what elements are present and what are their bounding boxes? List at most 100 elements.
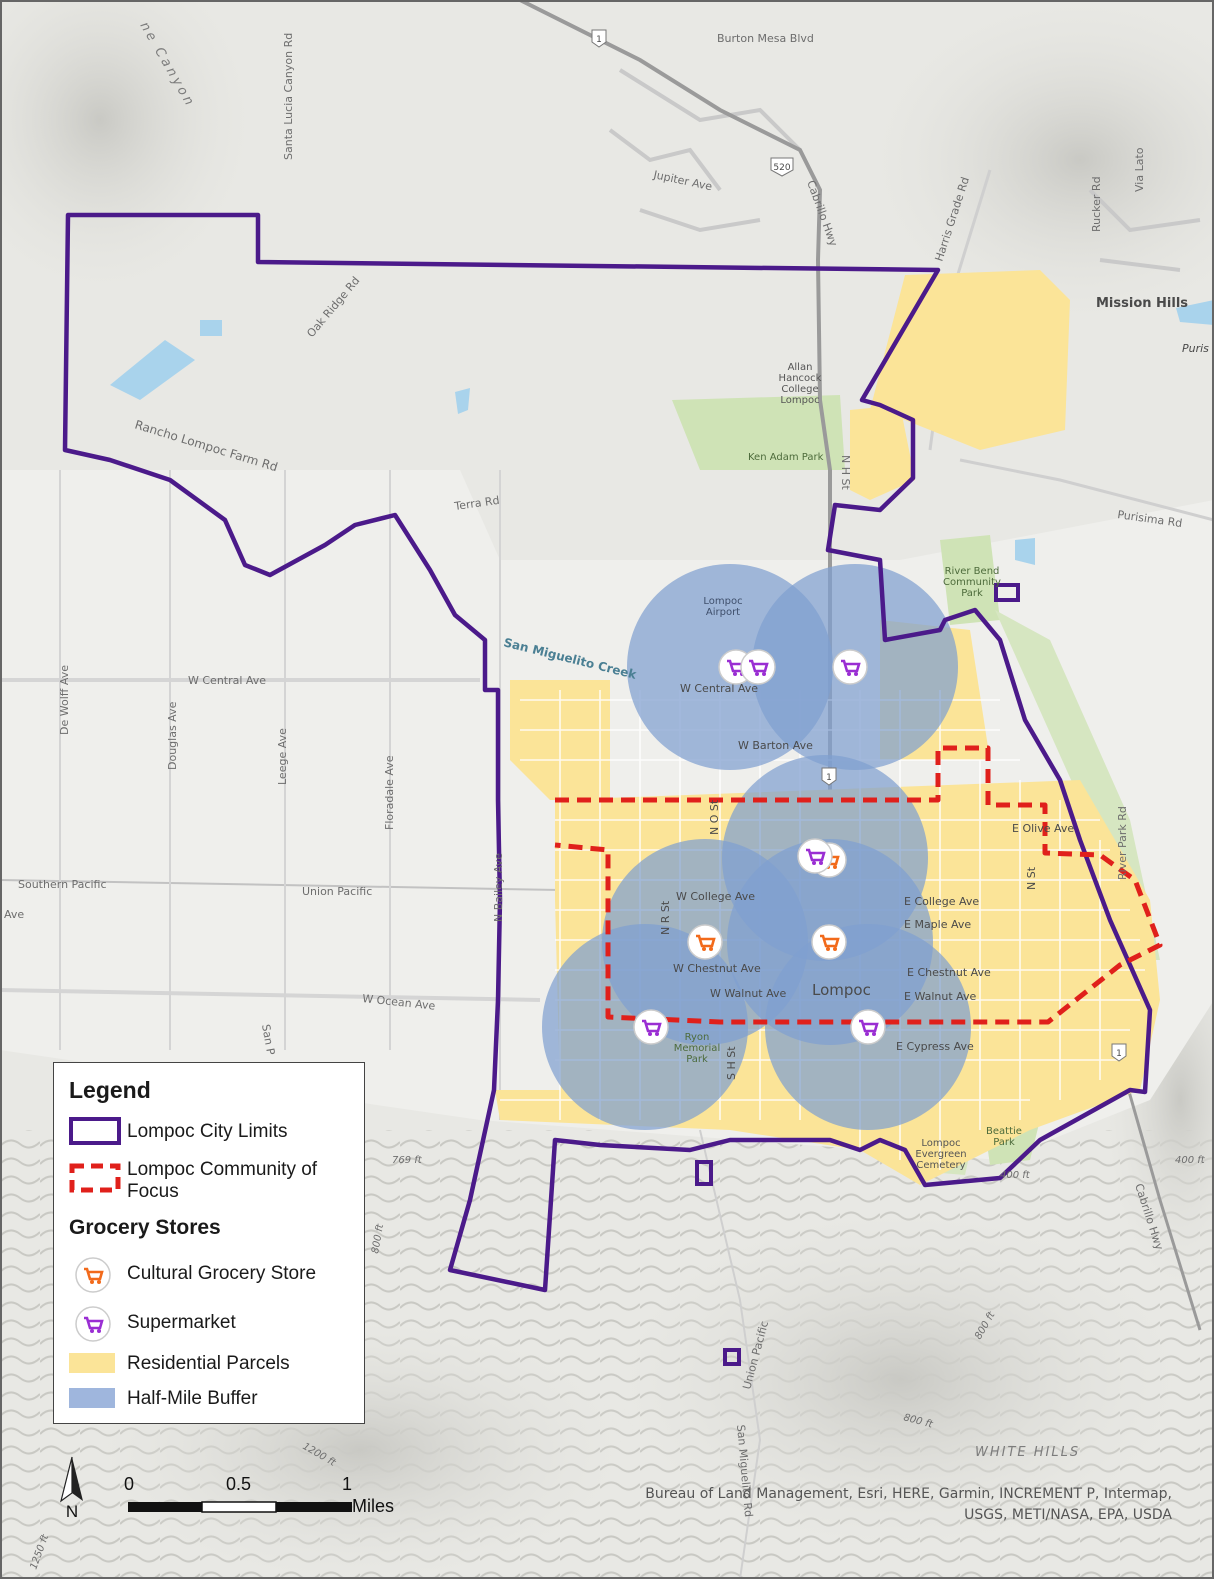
label-e-college: E College Ave [904, 895, 979, 908]
legend-title: Legend [69, 1077, 151, 1103]
label-w-central-town: W Central Ave [680, 682, 758, 695]
scale-bar: 0 0.5 1 Miles [120, 1474, 420, 1534]
supermarket-3[interactable] [832, 649, 868, 685]
label-white-hills: WHITE HILLS [975, 1445, 1080, 1460]
svg-text:1: 1 [596, 35, 602, 45]
label-leege: Leege Ave [276, 728, 289, 785]
scale-tick-1: 1 [342, 1474, 353, 1494]
city-limits-parcel-3 [723, 1348, 741, 1366]
label-lompoc-airport: Lompoc Airport [703, 596, 742, 618]
scale-bar-graphic [128, 1501, 352, 1513]
terrain-shade-3 [860, 0, 1214, 330]
label-santa-lucia: Santa Lucia Canyon Rd [282, 33, 295, 160]
label-e-chestnut: E Chestnut Ave [907, 966, 991, 979]
legend-city-limits-swatch [69, 1117, 121, 1145]
supermarket-5[interactable] [633, 1009, 669, 1045]
supermarket-4[interactable] [797, 838, 833, 874]
attribution-line-2: USGS, METI/NASA, EPA, USDA [964, 1507, 1172, 1523]
legend-community-swatch [69, 1163, 121, 1193]
label-ave-left: Ave [4, 908, 24, 921]
north-arrow-icon: N [60, 1456, 83, 1521]
label-southern-pacific: Southern Pacific [18, 878, 107, 891]
label-e-walnut: E Walnut Ave [904, 990, 977, 1003]
map-attribution: Bureau of Land Management, Esri, HERE, G… [612, 1484, 1172, 1526]
label-ryon-park: Ryon Memorial Park [674, 1032, 720, 1065]
cart-icon [75, 1257, 111, 1293]
elevation-4: 400 ft [1000, 1170, 1031, 1181]
label-lompoc: Lompoc [812, 981, 871, 999]
elevation-1: 769 ft [392, 1155, 423, 1166]
legend-buffer-label: Half-Mile Buffer [127, 1388, 258, 1409]
residential-mission-hills [870, 270, 1070, 450]
label-river-bend: River Bend Community Park [943, 566, 1001, 599]
legend-residential-swatch [69, 1353, 115, 1373]
legend-cultural-grocery-label: Cultural Grocery Store [127, 1263, 317, 1284]
elevation-3: 400 ft [1175, 1155, 1206, 1166]
scale-tick-half: 0.5 [226, 1474, 252, 1494]
road-san-miguelito [699, 1129, 762, 1579]
label-via-lato: Via Lato [1133, 147, 1146, 192]
label-rucker: Rucker Rd [1090, 176, 1103, 232]
legend-city-limits-label: Lompoc City Limits [127, 1121, 288, 1142]
label-w-walnut: W Walnut Ave [710, 987, 786, 1000]
cultural-grocery-3[interactable] [811, 924, 847, 960]
railroad-union-pacific [0, 879, 561, 891]
pond-3 [455, 388, 470, 414]
pond-2 [200, 320, 222, 336]
label-n-h-st: N H St [839, 455, 852, 490]
label-e-cypress: E Cypress Ave [896, 1040, 974, 1053]
label-puris: Puris [1182, 342, 1209, 355]
label-terra: Terra Rd [453, 494, 501, 513]
legend-grocery-heading: Grocery Stores [69, 1216, 221, 1239]
label-bailey: N Bailey Ave [492, 853, 505, 922]
label-de-wolff: De Wolff Ave [58, 665, 71, 735]
label-beattie: Beattie Park [986, 1126, 1022, 1148]
legend-panel: Legend Lompoc City Limits Lompoc Communi… [53, 1062, 365, 1424]
city-limits-parcel-2 [994, 583, 1020, 602]
terrain-shade-4 [0, 0, 260, 300]
road-purisima [959, 458, 1214, 522]
park-ken-adam [672, 395, 845, 470]
scale-tick-0: 0 [124, 1474, 135, 1494]
cultural-grocery-2[interactable] [687, 924, 723, 960]
label-w-barton: W Barton Ave [738, 739, 813, 752]
valley-grid-roads [59, 470, 501, 1120]
pond-4 [1176, 300, 1214, 325]
supermarket-2[interactable] [740, 649, 776, 685]
route-shield-1-north: 1 [591, 29, 607, 48]
label-ken-adam: Ken Adam Park [748, 452, 824, 463]
city-limits-parcel-1 [695, 1160, 713, 1186]
route-shield-520: 520 [770, 157, 794, 177]
legend-community-label: Lompoc Community of Focus [127, 1159, 318, 1202]
store-markers [633, 649, 886, 1045]
park-river-bend [940, 535, 1000, 625]
svg-text:520: 520 [773, 163, 790, 173]
legend-residential-label: Residential Parcels [127, 1353, 290, 1374]
label-s-h-st: S H St [725, 1046, 738, 1080]
supermarket-6[interactable] [850, 1009, 886, 1045]
attribution-line-1: Bureau of Land Management, Esri, HERE, G… [645, 1486, 1172, 1502]
route-shield-1-south: 1 [1111, 1043, 1127, 1062]
label-e-maple: E Maple Ave [904, 918, 971, 931]
elevation-2: 800 ft [370, 1222, 386, 1254]
road-cabrillo-south [1118, 1059, 1202, 1331]
label-n-r-st: N R St [659, 900, 672, 935]
label-floradale: Floradale Ave [383, 755, 396, 830]
pond-1 [110, 340, 195, 400]
north-arrow-label: N [66, 1502, 78, 1521]
terrain-shade-1 [600, 1200, 1200, 1560]
label-san-p: San P [259, 1023, 277, 1056]
legend-buffer-swatch [69, 1388, 115, 1408]
label-w-college: W College Ave [676, 890, 755, 903]
road-cabrillo-hwy [519, 0, 832, 1100]
label-river-park: River Park Rd [1116, 806, 1129, 880]
north-arrow: N [55, 1455, 95, 1530]
pond-5 [1015, 538, 1035, 565]
label-burton-mesa: Burton Mesa Blvd [717, 32, 814, 45]
label-n-st-east: N St [1025, 866, 1038, 890]
lompoc-city-limits-outline [62, 212, 1153, 1293]
label-douglas: Douglas Ave [166, 701, 179, 770]
label-w-chestnut: W Chestnut Ave [673, 962, 761, 975]
